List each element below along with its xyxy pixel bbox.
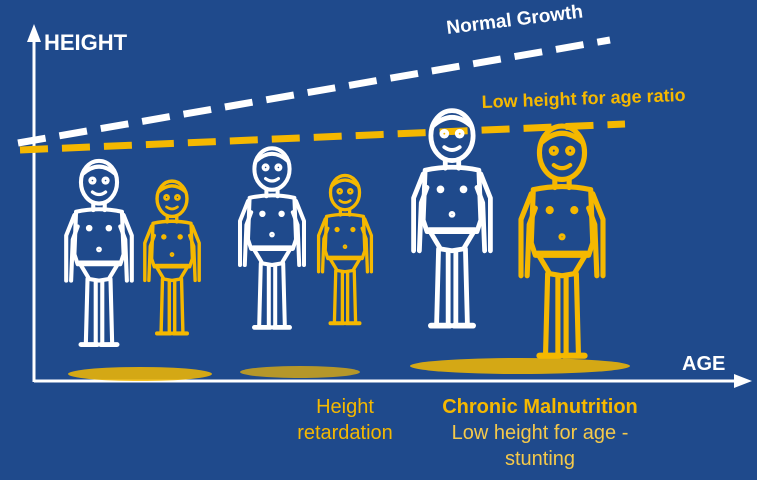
caption-line: retardation: [270, 420, 420, 446]
y-axis-label: HEIGHT: [44, 30, 127, 56]
ground-shadow-2: [240, 366, 360, 378]
y-axis: [27, 24, 41, 382]
caption-line: Low height for age -: [400, 420, 680, 446]
caption-chronic-malnutrition: Chronic Malnutrition Low height for age …: [400, 394, 680, 472]
figure-stunted-1: [145, 181, 199, 333]
ground-shadow-1: [68, 367, 212, 381]
caption-height-retardation: Height retardation: [270, 394, 420, 446]
caption-line: stunting: [400, 446, 680, 472]
caption-line: Height: [270, 394, 420, 420]
figure-normal-3: [414, 111, 491, 326]
figure-stunted-2: [319, 175, 372, 323]
figure-normal-1: [66, 161, 132, 345]
caption-title: Chronic Malnutrition: [400, 394, 680, 420]
x-axis-label: AGE: [682, 353, 725, 376]
figure-normal-2: [240, 148, 304, 327]
ground-shadow-3: [410, 358, 630, 374]
figure-stunted-3: [521, 126, 603, 356]
